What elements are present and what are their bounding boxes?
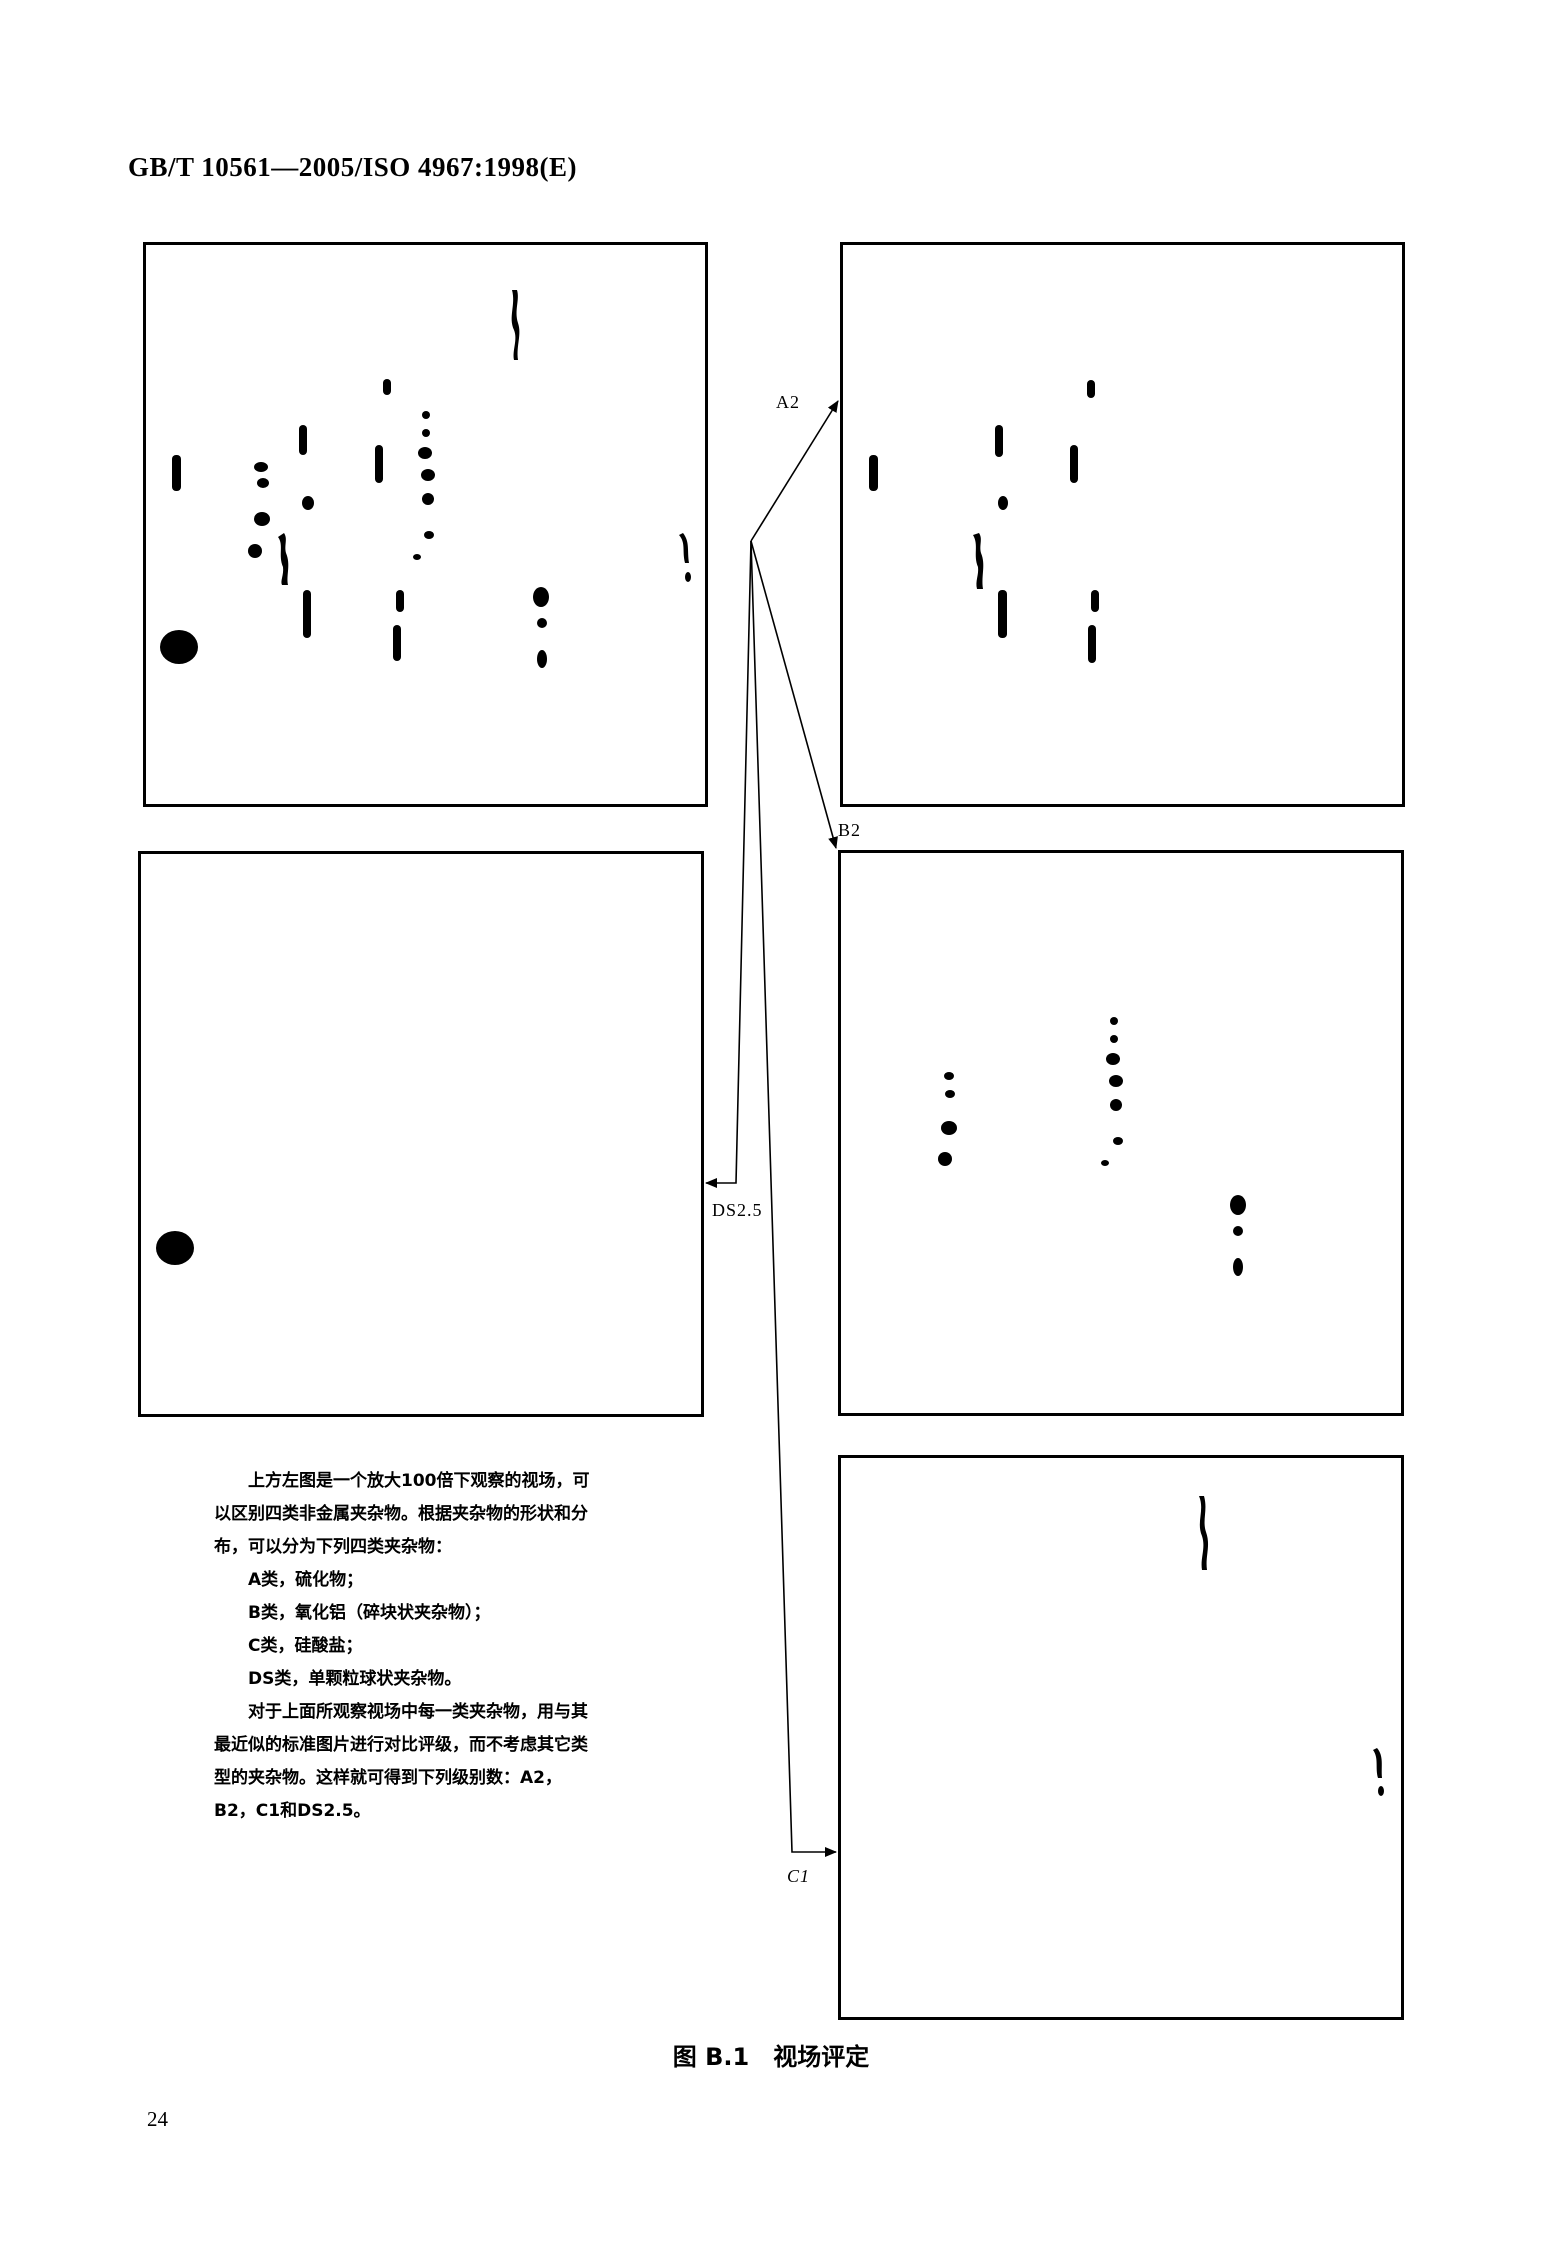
- inclusion-b: [941, 1121, 957, 1135]
- inclusion-a: [869, 455, 878, 491]
- inclusion-b: [254, 462, 268, 472]
- inclusions-ds: [156, 1231, 194, 1265]
- inclusion-b: [1233, 1258, 1243, 1276]
- inclusion-b: [254, 512, 270, 526]
- inclusion-b: [422, 429, 430, 437]
- description-item-a: A类，硫化物；: [248, 1570, 364, 1590]
- inclusion-a: [393, 625, 401, 661]
- inclusion-b: [257, 478, 269, 488]
- label-ds: DS2.5: [712, 1200, 763, 1220]
- arrow-to-a2: [750, 400, 839, 542]
- inclusion-b: [533, 587, 549, 607]
- inclusion-b: [424, 531, 434, 539]
- inclusion-b: [944, 1072, 954, 1080]
- inclusion-c: [1373, 1748, 1382, 1778]
- description-item-c: C类，硅酸盐；: [248, 1636, 363, 1656]
- inclusion-b: [421, 469, 435, 481]
- label-a2: A2: [776, 392, 800, 412]
- inclusion-a: [1091, 590, 1099, 612]
- arrow-to-c1: [750, 540, 837, 1857]
- inclusion-a: [302, 496, 314, 510]
- inclusions-a2: [869, 380, 1099, 663]
- description-outro: 对于上面所观察视场中每一类夹杂物，用与其最近似的标准图片进行对比评级，而不考虑其…: [214, 1702, 588, 1821]
- inclusion-b: [938, 1152, 952, 1166]
- inclusion-a: [172, 455, 181, 491]
- inclusion-a: [383, 379, 391, 395]
- inclusion-a: [396, 590, 404, 612]
- inclusion-c-upper: [511, 290, 520, 360]
- panel-b2: [838, 850, 1404, 1416]
- inclusion-b: [1110, 1017, 1118, 1025]
- inclusion-b: [1110, 1099, 1122, 1111]
- inclusion-b: [945, 1090, 955, 1098]
- description-item-ds: DS类，单颗粒球状夹杂物。: [248, 1669, 462, 1689]
- description-intro: 上方左图是一个放大100倍下观察的视场，可以区别四类非金属夹杂物。根据夹杂物的形…: [214, 1471, 590, 1557]
- inclusion-b: [248, 544, 262, 558]
- arrow-to-ds: [705, 540, 752, 1188]
- inclusion-b: [1101, 1160, 1109, 1166]
- panel-a2: [840, 242, 1405, 807]
- inclusion-b: [537, 618, 547, 628]
- inclusion-a: [998, 590, 1007, 638]
- inclusion-b: [1113, 1137, 1123, 1145]
- inclusion-b: [413, 554, 421, 560]
- inclusion-a: [995, 425, 1003, 457]
- inclusion-c-right: [679, 533, 689, 563]
- inclusion-c: [1378, 1786, 1384, 1796]
- inclusion-a: [303, 590, 311, 638]
- inclusions-b2: [938, 1017, 1246, 1276]
- inclusion-a: [375, 445, 383, 483]
- arrow-to-b2: [750, 540, 838, 849]
- inclusion-b: [1109, 1075, 1123, 1087]
- inclusion-a: [1088, 625, 1096, 663]
- panel-ds2-5: [138, 851, 704, 1417]
- figure-caption: 图 B.1 视场评定: [672, 2043, 870, 2071]
- inclusion-b: [1230, 1195, 1246, 1215]
- label-c1: C1: [787, 1866, 811, 1886]
- panel-c1: [838, 1455, 1404, 2020]
- inclusion-ds: [160, 630, 198, 664]
- inclusion-a: [299, 425, 307, 455]
- inclusion-a: [998, 496, 1008, 510]
- inclusion-a: [1087, 380, 1095, 398]
- inclusion-a: [1070, 445, 1078, 483]
- inclusion-a: [973, 533, 984, 589]
- standard-header: GB/T 10561—2005/ISO 4967:1998(E): [128, 152, 578, 182]
- inclusion-b: [1110, 1035, 1118, 1043]
- panel-combined-field: [143, 242, 708, 807]
- label-b2: B2: [838, 820, 862, 840]
- inclusion-c-right-dot: [685, 572, 691, 582]
- inclusion-b: [1106, 1053, 1120, 1065]
- inclusion-b: [422, 493, 434, 505]
- description-text: 上方左图是一个放大100倍下观察的视场，可以区别四类非金属夹杂物。根据夹杂物的形…: [214, 1465, 602, 1828]
- inclusion-b: [1233, 1226, 1243, 1236]
- inclusion-ds: [156, 1231, 194, 1265]
- inclusion-c: [1199, 1496, 1209, 1570]
- inclusion-a: [278, 533, 289, 585]
- inclusion-b: [422, 411, 430, 419]
- inclusion-b: [418, 447, 432, 459]
- inclusions-combined: [160, 290, 691, 668]
- inclusions-c1: [1199, 1496, 1384, 1796]
- page-number: 24: [147, 2107, 168, 2131]
- description-item-b: B类，氧化铝（碎块状夹杂物）；: [248, 1603, 491, 1623]
- inclusion-b: [537, 650, 547, 668]
